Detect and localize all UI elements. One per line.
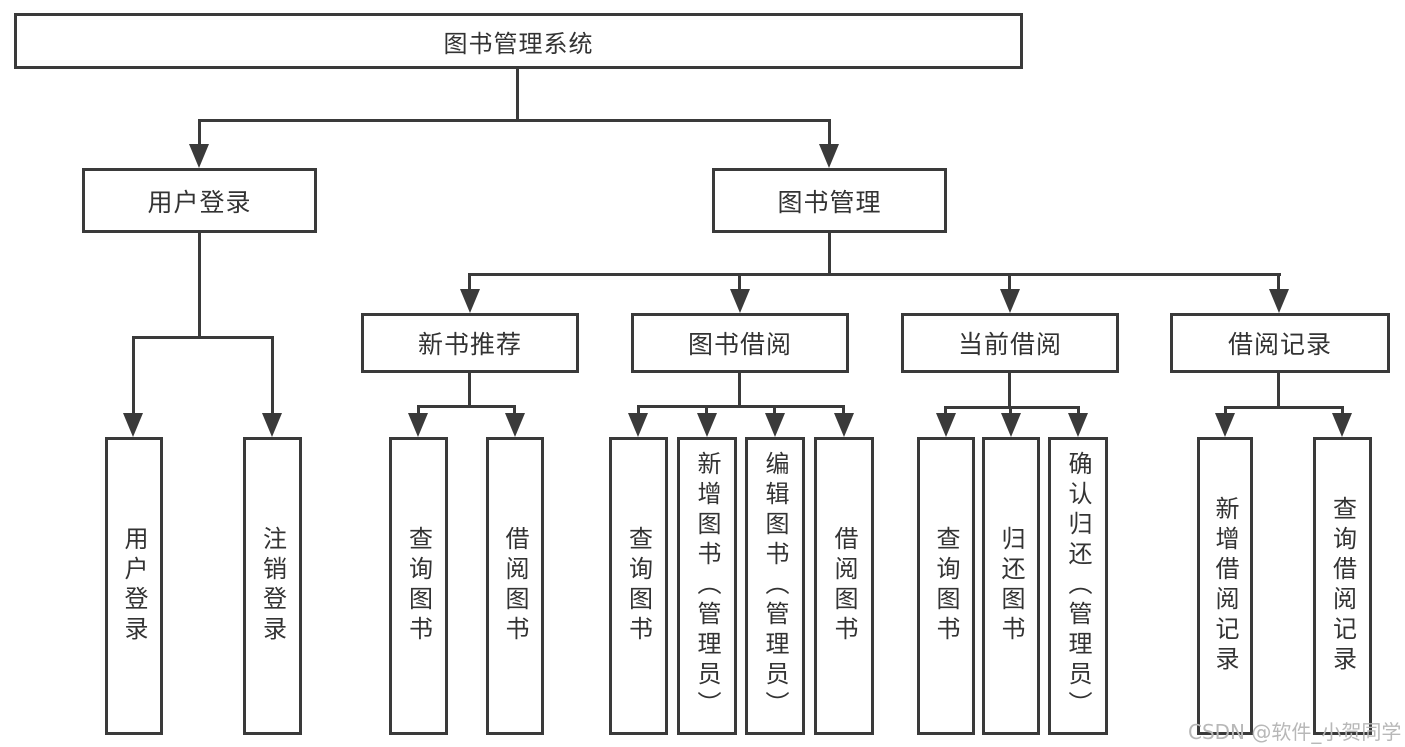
leaf-add-borrow-record: 新增借阅记录: [1197, 437, 1253, 735]
connector-line: [132, 336, 274, 339]
leaf-query-books-borrowing: 查询图书: [609, 437, 668, 735]
arrowhead-down-icon: [1332, 413, 1352, 437]
connector-line: [1224, 406, 1343, 409]
connector-line: [198, 233, 201, 336]
connector-line: [1224, 406, 1227, 414]
arrowhead-down-icon: [936, 413, 956, 437]
connector-line: [271, 336, 274, 415]
leaf-query-books-current: 查询图书: [917, 437, 975, 735]
connector-line: [132, 336, 135, 415]
arrowhead-down-icon: [1000, 289, 1020, 313]
leaf-query-books-recommend: 查询图书: [389, 437, 448, 735]
leaf-user-login: 用户登录: [105, 437, 163, 735]
arrowhead-down-icon: [834, 413, 854, 437]
connector-line: [417, 405, 516, 408]
arrowhead-down-icon: [505, 413, 525, 437]
arrowhead-down-icon: [819, 144, 839, 168]
connector-line: [842, 405, 845, 414]
connector-line: [1341, 406, 1344, 414]
connector-line: [637, 405, 640, 414]
connector-line: [516, 69, 519, 119]
arrowhead-down-icon: [765, 413, 785, 437]
leaf-confirm-return-admin: 确认归还（管理员）: [1048, 437, 1108, 735]
connector-line: [828, 233, 831, 273]
node-library-management-system: 图书管理系统: [14, 13, 1023, 69]
arrowhead-down-icon: [460, 289, 480, 313]
leaf-return-books: 归还图书: [982, 437, 1040, 735]
arrowhead-down-icon: [1001, 413, 1021, 437]
node-book-management: 图书管理: [712, 168, 947, 233]
node-current-borrowing: 当前借阅: [901, 313, 1119, 373]
connector-line: [828, 119, 831, 146]
connector-line: [417, 405, 420, 414]
node-book-borrowing: 图书借阅: [631, 313, 849, 373]
arrowhead-down-icon: [1269, 289, 1289, 313]
connector-line: [773, 405, 776, 414]
connector-line: [198, 119, 831, 122]
leaf-logout: 注销登录: [243, 437, 302, 735]
leaf-query-borrow-record: 查询借阅记录: [1313, 437, 1372, 735]
connector-line: [1008, 373, 1011, 406]
arrowhead-down-icon: [408, 413, 428, 437]
csdn-watermark: CSDN @软件_小贺同学: [1188, 720, 1402, 744]
arrowhead-down-icon: [628, 413, 648, 437]
connector-line: [468, 273, 471, 289]
leaf-borrow-books-recommend: 借阅图书: [486, 437, 544, 735]
connector-line: [738, 273, 741, 289]
arrowhead-down-icon: [697, 413, 717, 437]
arrowhead-down-icon: [1215, 413, 1235, 437]
connector-line: [637, 405, 845, 408]
arrowhead-down-icon: [262, 413, 282, 437]
arrowhead-down-icon: [189, 144, 209, 168]
connector-line: [705, 405, 708, 414]
node-new-book-recommendation: 新书推荐: [361, 313, 579, 373]
connector-line: [944, 406, 1080, 409]
connector-line: [738, 373, 741, 405]
leaf-edit-book-admin: 编辑图书（管理员）: [745, 437, 805, 735]
arrowhead-down-icon: [1068, 413, 1088, 437]
connector-line: [1008, 273, 1011, 289]
node-user-login: 用户登录: [82, 168, 317, 233]
connector-line: [198, 119, 201, 146]
leaf-add-book-admin: 新增图书（管理员）: [677, 437, 737, 735]
connector-line: [944, 406, 947, 414]
leaf-borrow-books-borrowing: 借阅图书: [814, 437, 874, 735]
node-borrowing-records: 借阅记录: [1170, 313, 1390, 373]
connector-line: [1009, 406, 1012, 414]
connector-line: [513, 405, 516, 414]
connector-line: [468, 273, 1281, 276]
connector-line: [1277, 373, 1280, 406]
arrowhead-down-icon: [730, 289, 750, 313]
connector-line: [468, 373, 471, 405]
arrowhead-down-icon: [123, 413, 143, 437]
connector-line: [1077, 406, 1080, 414]
connector-line: [1277, 273, 1280, 289]
